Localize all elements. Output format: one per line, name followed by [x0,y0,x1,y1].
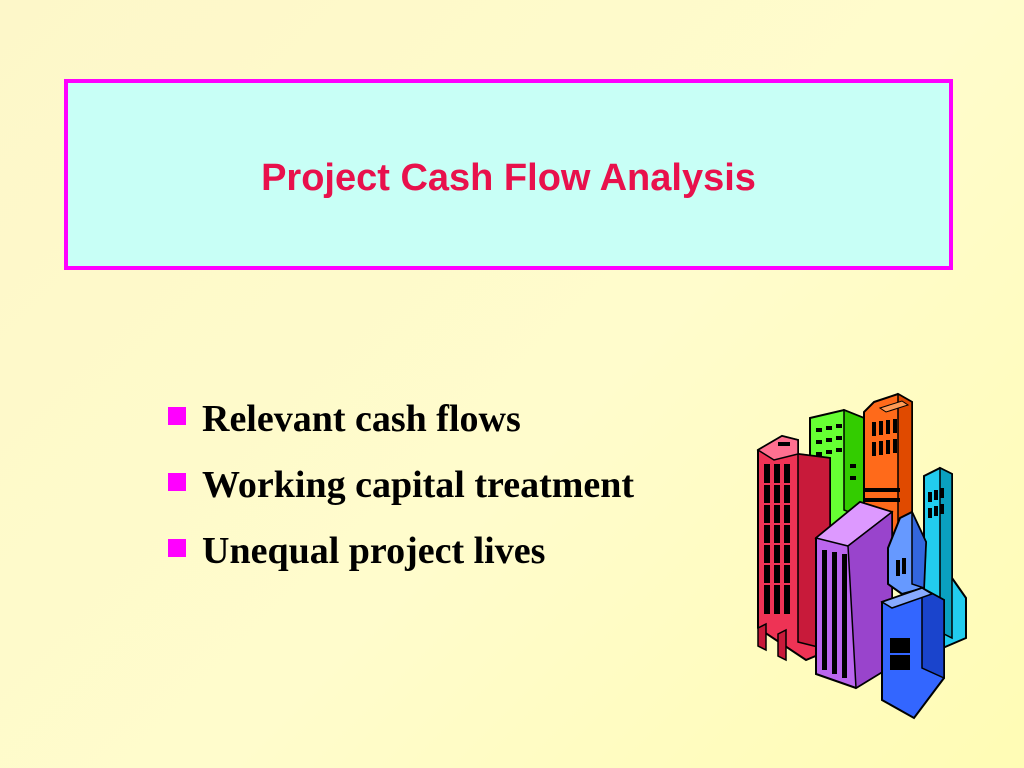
bullet-item: Unequal project lives [168,518,634,584]
purple-building [814,500,894,690]
city-buildings-clipart [756,392,967,720]
square-bullet-icon [168,473,186,491]
bullet-text: Relevant cash flows [202,398,521,440]
bullet-list: Relevant cash flows Working capital trea… [168,386,634,584]
title-box: Project Cash Flow Analysis [64,79,953,270]
bullet-text: Working capital treatment [202,464,635,506]
square-bullet-icon [168,539,186,557]
bullet-item: Relevant cash flows [168,386,634,452]
bullet-text: Unequal project lives [202,530,546,572]
slide-title: Project Cash Flow Analysis [261,157,756,199]
blue-tower [880,510,945,720]
square-bullet-icon [168,407,186,425]
red-building [756,434,831,662]
bullet-item: Working capital treatment [168,452,634,518]
